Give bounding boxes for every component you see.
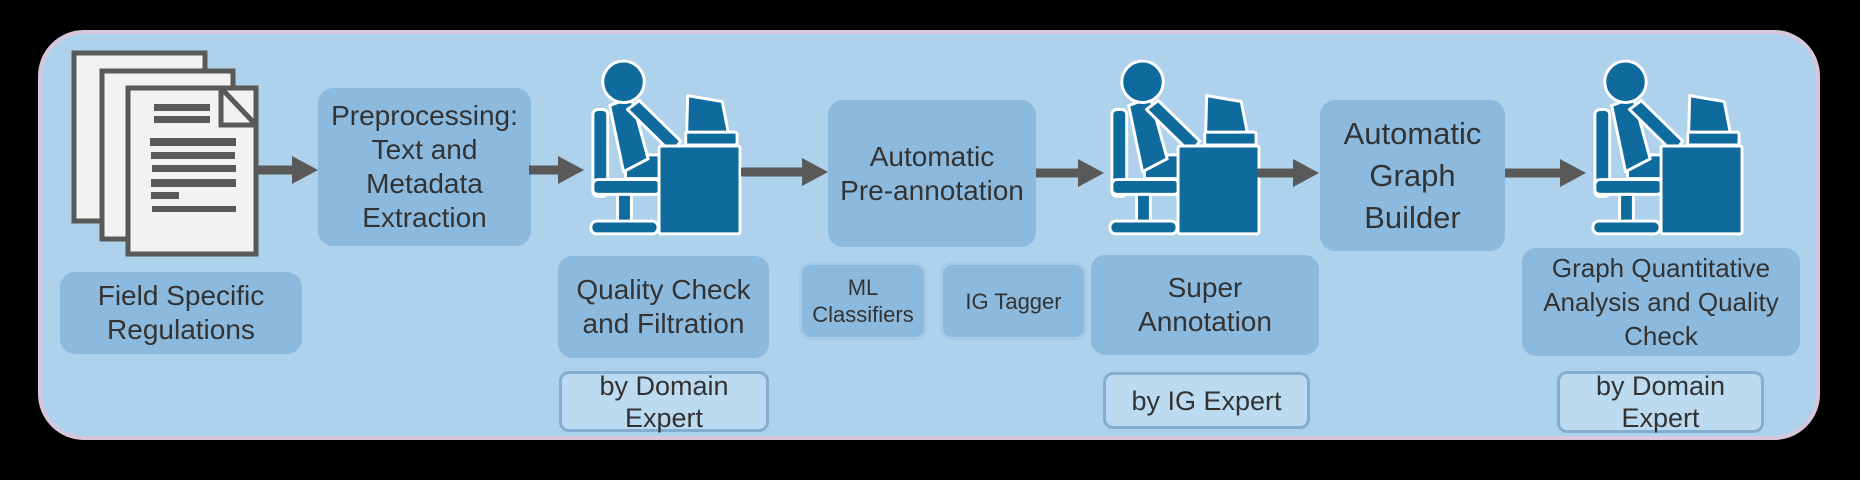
desk [1659, 144, 1744, 236]
chair-seat [1593, 178, 1664, 196]
person-head [601, 59, 646, 105]
monitor-base [1686, 130, 1741, 147]
component-label: IG Tagger [965, 288, 1062, 314]
person-at-desk-icon [1591, 59, 1744, 236]
annotation-by-ig-expert: by IG Expert [1103, 372, 1310, 429]
by-label: by Domain Expert [599, 370, 729, 433]
chair-base [1108, 219, 1179, 236]
person-at-desk-icon [589, 59, 742, 236]
stage-label: Field Specific Regulations [97, 280, 265, 345]
flow-arrow-1 [256, 156, 318, 184]
component-ig-tagger: IG Tagger [940, 262, 1087, 340]
stage-preprocessing: Preprocessing: Text and Metadata Extract… [318, 88, 531, 246]
chair-back [1593, 107, 1612, 198]
stage-super-annotation: Super Annotation [1091, 255, 1319, 355]
flow-arrow-6 [1505, 159, 1586, 187]
stage-graph-quantitative-analysis: Graph Quantitative Analysis and Quality … [1522, 248, 1800, 356]
flow-arrow-3 [741, 158, 828, 186]
person-arm [625, 99, 683, 155]
stage-label: Automatic Graph Builder [1343, 115, 1482, 235]
chair-seat [591, 178, 662, 196]
annotation-by-domain-expert-2: by Domain Expert [1557, 371, 1764, 433]
documents-icon [71, 50, 259, 257]
stage-pre-annotation: Automatic Pre-annotation [828, 100, 1036, 247]
stage-quality-check: Quality Check and Filtration [558, 256, 769, 358]
stage-label: Super Annotation [1138, 272, 1272, 337]
stage-label: Preprocessing: Text and Metadata Extract… [331, 100, 518, 233]
person-arm [1144, 99, 1202, 155]
stage-field-specific-regulations: Field Specific Regulations [60, 272, 302, 354]
flow-arrow-2 [529, 156, 584, 184]
chair-back [591, 107, 610, 198]
monitor [685, 94, 730, 134]
by-label: by IG Expert [1131, 385, 1282, 416]
stage-label: Graph Quantitative Analysis and Quality … [1543, 253, 1779, 351]
flow-arrow-5 [1257, 159, 1319, 187]
document-text-lines [150, 104, 236, 212]
stage-label: Automatic Pre-annotation [840, 140, 1024, 206]
annotation-by-domain-expert-1: by Domain Expert [559, 370, 769, 433]
chair-seat [1110, 178, 1181, 196]
person-arm [1627, 99, 1685, 155]
component-label: ML Classifiers [812, 275, 914, 327]
desk [657, 144, 742, 236]
monitor [1204, 94, 1249, 134]
monitor [1687, 94, 1732, 134]
chair-back [1110, 107, 1129, 198]
chair-base [1591, 219, 1662, 236]
chair-base [589, 219, 660, 236]
stage-graph-builder: Automatic Graph Builder [1320, 100, 1505, 251]
monitor-base [1203, 130, 1258, 147]
monitor-base [684, 130, 739, 147]
component-ml-classifiers: ML Classifiers [799, 262, 927, 340]
person-at-desk-icon [1108, 59, 1261, 236]
person-head [1120, 59, 1165, 105]
person-head [1603, 59, 1648, 105]
by-label: by Domain Expert [1595, 371, 1726, 433]
flow-arrow-4 [1036, 159, 1104, 187]
stage-label: Quality Check and Filtration [576, 274, 751, 339]
desk [1176, 144, 1261, 236]
